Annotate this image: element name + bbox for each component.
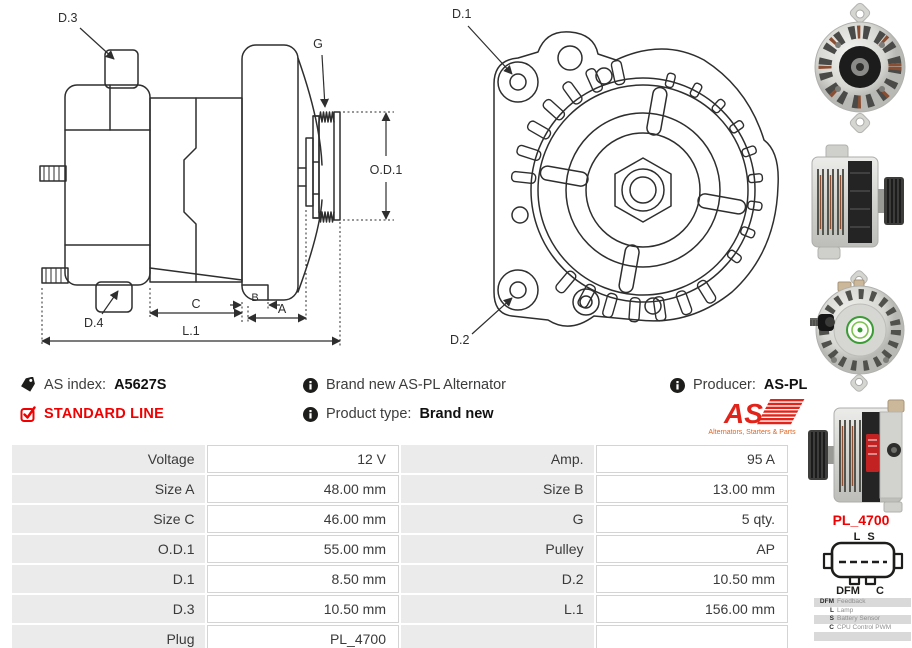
spec-row: Size C 46.00 mm G 5 qty. (12, 505, 788, 533)
spec-label-cell: Pulley (401, 535, 594, 563)
legend-row: C CPU Control PWM (814, 624, 911, 633)
spec-label-cell: D.2 (401, 565, 594, 593)
as-index-label: AS index: (44, 377, 107, 393)
shaft-nut (614, 157, 672, 223)
spec-row: Size A 48.00 mm Size B 13.00 mm (12, 475, 788, 503)
spec-label-cell: D.3 (12, 595, 205, 623)
legend-row: L Lamp (814, 607, 911, 616)
legend-row: S Battery Sensor (814, 615, 911, 624)
plug-name: PL_4700 (832, 512, 890, 528)
front-bracket (241, 44, 299, 301)
rear-cover (64, 84, 151, 286)
product-photo-side-right (811, 144, 904, 260)
spec-value-cell: 95 A (595, 445, 788, 473)
bracket-outline (493, 31, 779, 327)
spec-row: Plug PL_4700 (12, 625, 788, 648)
logo-tagline: Alternators, Starters & Parts (708, 429, 796, 436)
spec-label-cell: Size B (401, 475, 594, 503)
product-photo-rear (810, 270, 905, 392)
legend-key: S (829, 615, 834, 622)
standard-line-row: STANDARD LINE (20, 406, 164, 422)
spec-table: Voltage 12 V Amp. 95 A Size A 48.00 mm S… (10, 443, 790, 648)
product-photo-front (814, 2, 906, 134)
spec-label-cell: G (401, 505, 594, 533)
brand-new-text: Brand new AS-PL Alternator (326, 377, 507, 393)
dim-label-l1: L.1 (182, 324, 199, 338)
spec-value-cell (595, 625, 788, 648)
product-photo-side-left (808, 399, 905, 513)
pin-label-c: C (876, 585, 884, 595)
spec-row: Voltage 12 V Amp. 95 A (12, 445, 788, 473)
spec-label-cell: Amp. (401, 445, 594, 473)
dim-label-g: G (313, 37, 323, 51)
legend-row: DFM Feedback (814, 598, 911, 607)
bottom-lug (95, 281, 133, 313)
standard-line-label: STANDARD LINE (44, 406, 164, 422)
dim-label-od1: O.D.1 (370, 163, 403, 177)
front-view-drawing: D.1 D.2 (450, 7, 779, 347)
side-view-drawing: D.3 D.4 G O.D.1 C B A L.1 (39, 11, 403, 346)
dim-label-d3: D.3 (58, 11, 78, 25)
info-icon (303, 377, 318, 393)
spec-value-cell: 55.00 mm (206, 535, 399, 563)
spec-value-cell: 12 V (206, 445, 399, 473)
spec-value-cell: 10.50 mm (206, 595, 399, 623)
as-pl-logo: AS Alternators, Starters & Parts (708, 398, 805, 436)
spec-value-cell: 8.50 mm (206, 565, 399, 593)
legend-desc: Lamp (837, 606, 854, 614)
pin-label-dfm: DFM (836, 585, 860, 595)
plug-connector-diagram: L S DFM C (822, 531, 904, 595)
logo-as-text: AS (723, 398, 763, 429)
legend-desc: CPU Control PWM (837, 623, 892, 631)
info-icon (303, 406, 318, 422)
plug-legend: DFM Feedback L Lamp S Battery Sensor C C… (814, 598, 911, 641)
spec-label-cell: L.1 (401, 595, 594, 623)
dim-label-b: B (251, 292, 258, 304)
producer-value: AS-PL (763, 377, 808, 393)
spec-label-cell: Plug (12, 625, 205, 648)
product-type-label: Product type: (326, 406, 412, 422)
dim-label-a: A (278, 302, 287, 316)
legend-desc: Battery Sensor (837, 615, 880, 622)
producer-label: Producer: (693, 377, 756, 393)
legend-key: DFM (819, 598, 834, 605)
dim-label-c: C (191, 297, 200, 311)
legend-desc: Feedback (837, 598, 866, 605)
product-type-row: Product type: Brand new (303, 406, 494, 422)
spec-label-cell (401, 625, 594, 648)
legend-row-empty (814, 632, 911, 641)
spec-value-cell: 46.00 mm (206, 505, 399, 533)
spec-value-cell: PL_4700 (206, 625, 399, 648)
tag-icon (21, 377, 35, 392)
checked-box-icon (20, 406, 36, 422)
spec-label-cell: D.1 (12, 565, 205, 593)
pin-label-l: L (854, 531, 861, 543)
dim-label-d1: D.1 (452, 7, 472, 21)
spec-row: O.D.1 55.00 mm Pulley AP (12, 535, 788, 563)
spec-value-cell: AP (595, 535, 788, 563)
as-index-value: A5627S (114, 377, 167, 393)
spec-row: D.1 8.50 mm D.2 10.50 mm (12, 565, 788, 593)
info-icon (670, 377, 685, 393)
spec-row: D.3 10.50 mm L.1 156.00 mm (12, 595, 788, 623)
spec-label-cell: Size A (12, 475, 205, 503)
spec-label-cell: O.D.1 (12, 535, 205, 563)
legend-key: C (829, 623, 834, 631)
legend-key: L (830, 606, 834, 614)
spec-label-cell: Voltage (12, 445, 205, 473)
spec-value-cell: 5 qty. (595, 505, 788, 533)
spec-value-cell: 48.00 mm (206, 475, 399, 503)
producer-row: Producer: AS-PL (670, 377, 807, 393)
dim-label-d4: D.4 (84, 316, 104, 330)
product-type-value: Brand new (419, 406, 494, 422)
spec-value-cell: 10.50 mm (595, 565, 788, 593)
pin-label-s: S (867, 531, 874, 543)
brand-new-row: Brand new AS-PL Alternator (303, 377, 506, 393)
dim-label-d2: D.2 (450, 333, 470, 347)
top-lug (104, 49, 139, 89)
spec-value-cell: 13.00 mm (595, 475, 788, 503)
as-index-row: AS index: A5627S (20, 377, 166, 393)
spec-value-cell: 156.00 mm (595, 595, 788, 623)
spec-label-cell: Size C (12, 505, 205, 533)
